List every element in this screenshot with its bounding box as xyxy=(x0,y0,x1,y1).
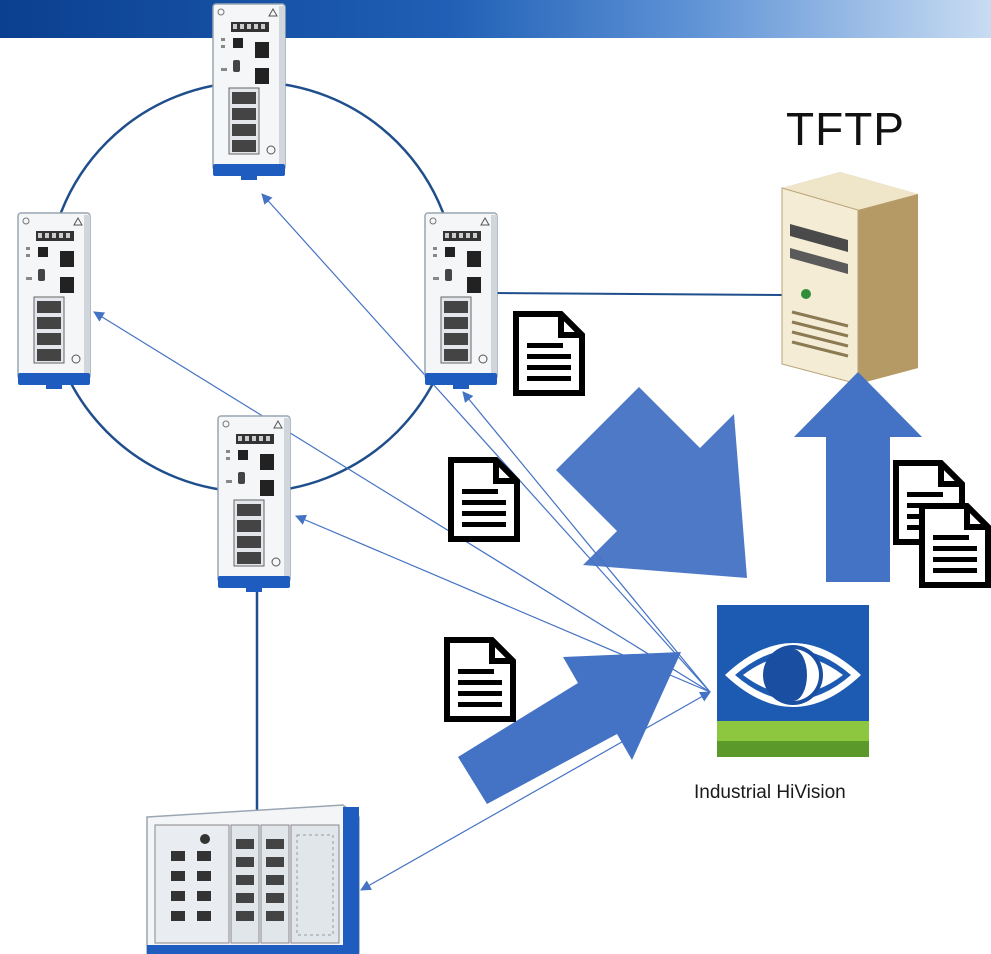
document-icon xyxy=(451,460,517,539)
hivision-label: Industrial HiVision xyxy=(694,782,846,803)
server-link xyxy=(491,292,783,296)
document-icon xyxy=(447,640,513,719)
switch-right-icon xyxy=(424,212,498,390)
stacked-documents-icon xyxy=(896,463,988,585)
link-to-switch-right xyxy=(462,391,711,693)
flow-arrow-to-hivision xyxy=(556,387,747,578)
header-banner xyxy=(0,0,991,38)
switch-top-icon xyxy=(212,3,286,181)
link-to-switch-top xyxy=(261,193,711,693)
switch-bottom-icon xyxy=(217,415,291,593)
link-to-chassis xyxy=(360,691,711,891)
hivision-eye-icon xyxy=(717,605,869,757)
flow-arrow-from-chassis xyxy=(458,652,681,804)
document-icon xyxy=(516,314,582,393)
server-tower-icon xyxy=(781,172,918,385)
tftp-server-label: TFTP xyxy=(786,103,905,155)
modular-switch-icon xyxy=(146,804,360,954)
switch-left-icon xyxy=(17,212,91,390)
flow-arrow-up-to-server xyxy=(794,372,922,582)
management-links xyxy=(93,193,711,891)
link-to-switch-left xyxy=(93,311,711,693)
